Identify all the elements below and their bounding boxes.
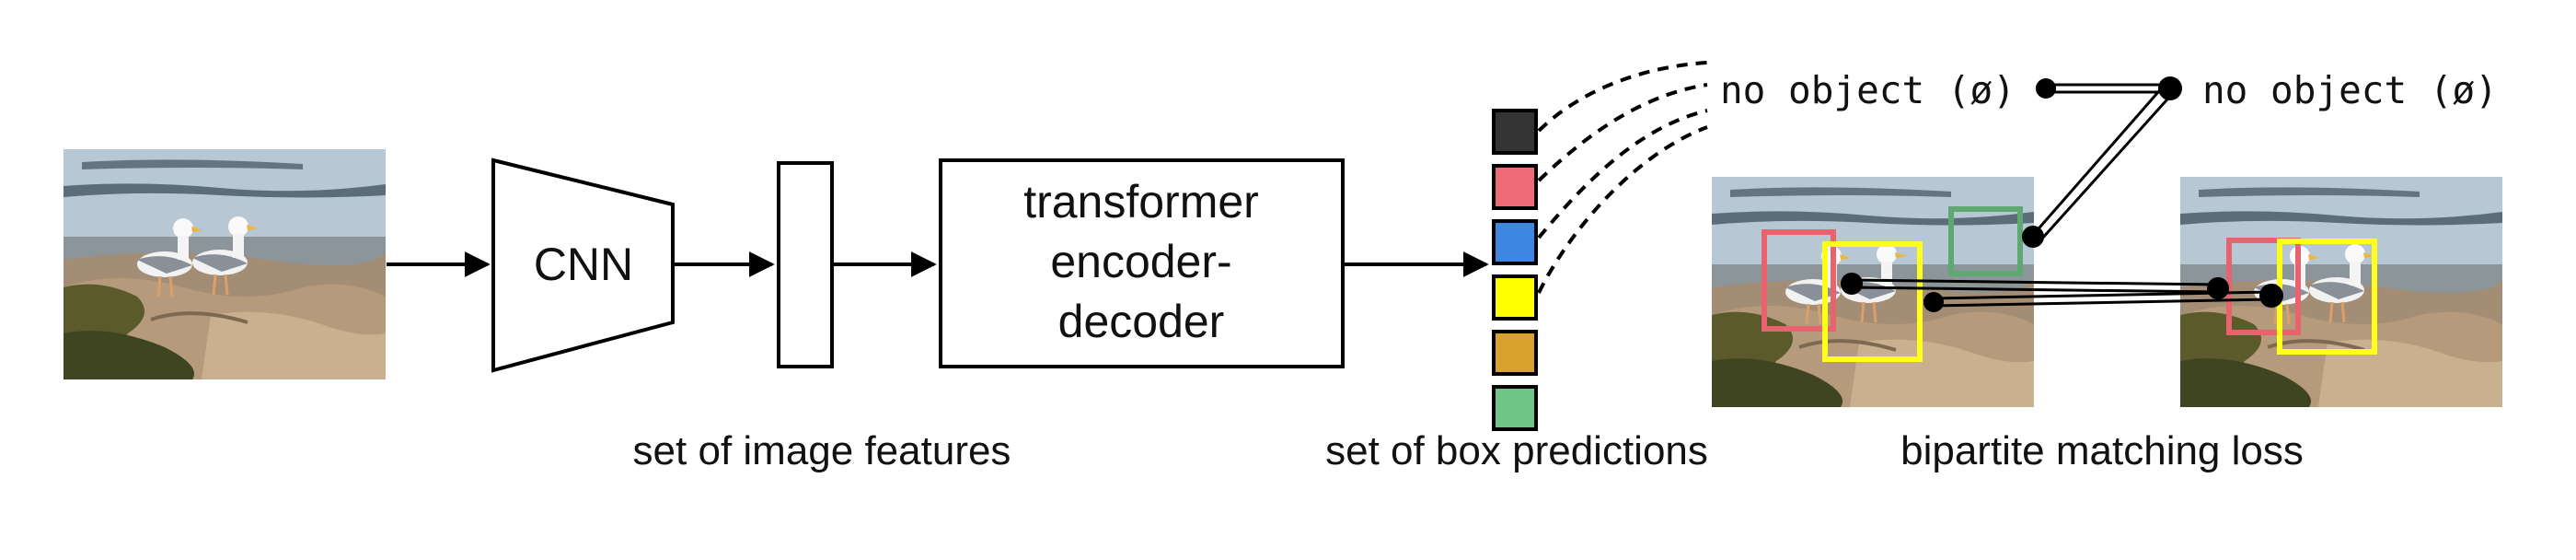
gt-bbox-pink xyxy=(2226,238,2301,335)
caption-matching-loss: bipartite matching loss xyxy=(1900,428,2304,473)
caption-box-predictions: set of box predictions xyxy=(1325,428,1708,473)
prediction-slot-6 xyxy=(1492,385,1538,431)
input-image xyxy=(62,147,387,381)
transformer-label-line3: decoder xyxy=(1058,296,1225,347)
no-object-label-right: no object (ø) xyxy=(2202,68,2498,112)
no-object-label-left: no object (ø) xyxy=(1720,68,2016,112)
transformer-block: transformer encoder- decoder xyxy=(939,158,1345,368)
cnn-block: CNN xyxy=(491,158,675,373)
curve-pred4 xyxy=(1537,125,1708,294)
prediction-slot-2 xyxy=(1492,164,1538,210)
prediction-link-curves xyxy=(1537,61,1708,294)
caption-image-features: set of image features xyxy=(633,428,1011,473)
prediction-image xyxy=(1710,175,2036,409)
pred-bbox-green xyxy=(1948,206,2023,276)
box-predictions xyxy=(1492,109,1538,431)
curve-pred2 xyxy=(1537,83,1708,182)
prediction-slot-3 xyxy=(1492,219,1538,265)
pred-bbox-yellow xyxy=(1822,241,1923,362)
prediction-slot-4 xyxy=(1492,274,1538,321)
transformer-label-line1: transformer xyxy=(1023,176,1259,228)
curve-pred3 xyxy=(1537,109,1708,239)
image-features-block xyxy=(777,161,834,368)
prediction-slot-5 xyxy=(1492,330,1538,376)
curve-pred1 xyxy=(1537,61,1708,133)
pred-bbox-pink xyxy=(1762,229,1836,332)
matching-endpoints xyxy=(1841,76,2283,312)
cnn-label: CNN xyxy=(534,239,633,290)
prediction-slot-1 xyxy=(1492,109,1538,155)
transformer-label-line2: encoder- xyxy=(1050,236,1231,287)
